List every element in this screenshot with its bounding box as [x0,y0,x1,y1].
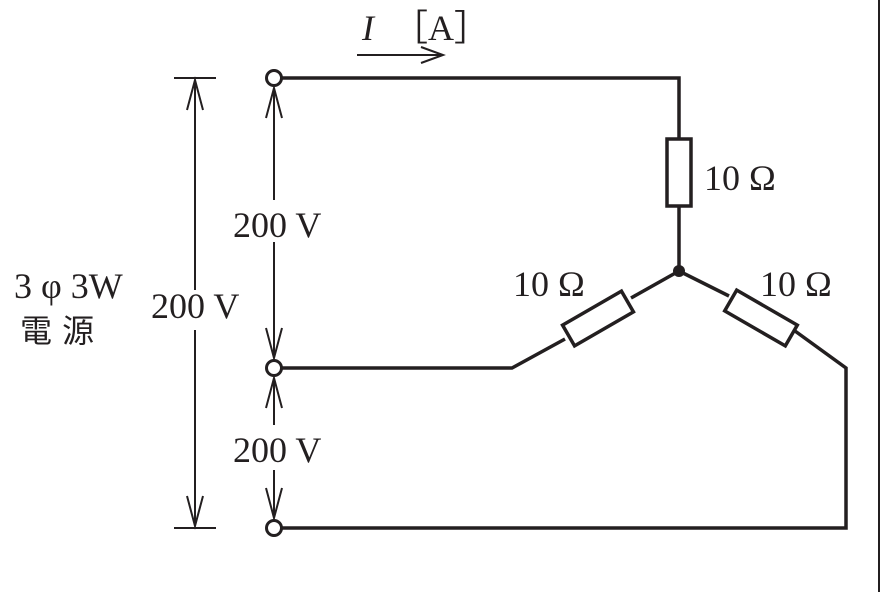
current-symbol: I [361,8,376,48]
overall-voltage-label: 200 V [151,286,239,326]
overall-voltage-arrowhead-up [186,76,204,111]
wire-line1-to-top-resistor [281,76,681,139]
wire-neutral-to-right-resistor [678,269,730,298]
resistor-right-label: 10 Ω [760,264,832,304]
lower-voltage-arrowhead-up [265,374,283,409]
source-label-type: 3 φ 3W [14,266,123,306]
terminal-line1 [265,69,283,87]
upper-voltage-arrowhead-up [265,84,283,119]
neutral-junction-dot [673,265,685,277]
terminal-line2 [265,359,283,377]
wire-right-resistor-to-line3 [281,329,848,530]
current-unit: ［A］ [392,8,490,48]
lower-voltage-label: 200 V [233,430,321,470]
resistor-left [560,288,636,349]
overall-voltage-arrowhead-down [186,495,204,530]
upper-voltage-label: 200 V [233,205,321,245]
wire-left-resistor-to-line2 [281,337,566,370]
wire-neutral-to-left-resistor [630,269,680,300]
terminal-line3 [265,519,283,537]
resistor-left-label: 10 Ω [513,264,585,304]
source-label-power: 電 源 [20,312,94,350]
resistor-right [722,287,800,349]
lower-voltage-arrowhead-down [265,487,283,522]
resistor-top [665,137,693,208]
resistor-top-label: 10 Ω [704,158,776,198]
current-arrow-head [420,46,446,64]
upper-voltage-arrowhead-down [265,327,283,362]
